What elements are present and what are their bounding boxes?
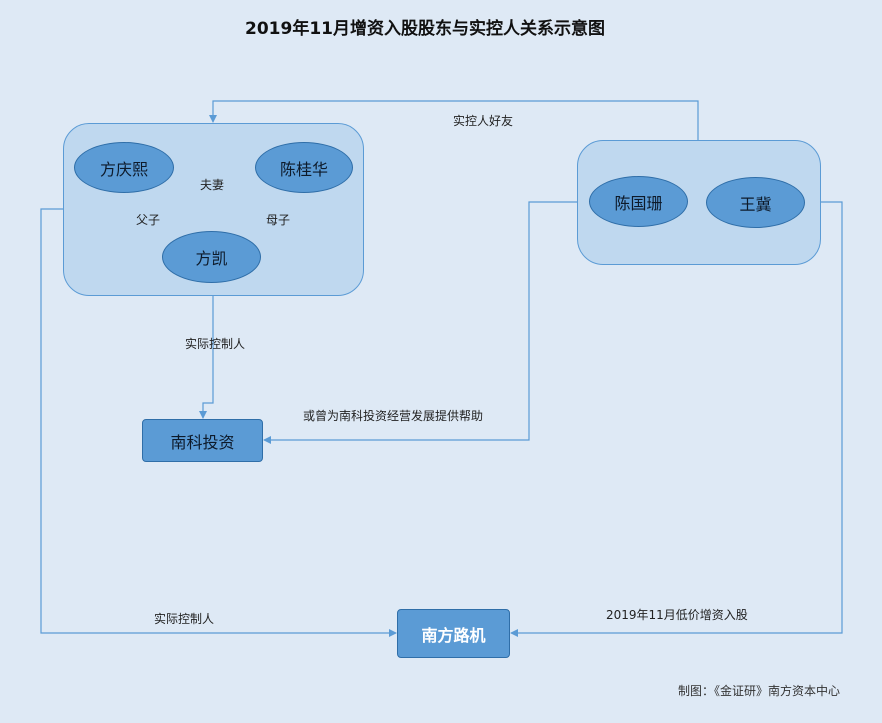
footer-credit: 制图：《金证研》南方资本中心: [677, 684, 840, 698]
label-mother-son: 母子: [266, 213, 291, 227]
label-low-price: 2019年11月低价增资入股: [606, 608, 748, 622]
node-chen-guoshan: 陈国珊: [589, 176, 688, 227]
label-controller-nanke: 实际控制人: [185, 337, 246, 351]
node-wang-ji: 王冀: [706, 177, 805, 228]
node-nanke: 南科投资: [142, 419, 263, 462]
node-fang-kai: 方凯: [162, 231, 261, 283]
help-connector: [263, 201, 577, 444]
controller-nanke-connector: [199, 296, 214, 419]
node-nanfang: 南方路机: [397, 609, 510, 658]
node-chen-guihua: 陈桂华: [255, 142, 353, 193]
node-fang-qingxi: 方庆熙: [74, 142, 174, 193]
controller-nanfang-connector: [40, 208, 397, 637]
label-controller-nanfang: 实际控制人: [154, 612, 215, 626]
low-price-connector: [510, 201, 843, 637]
diagram-title: 2019年11月增资入股股东与实控人关系示意图: [245, 19, 605, 39]
label-help: 或曾为南科投资经营发展提供帮助: [303, 409, 484, 423]
label-friend: 实控人好友: [453, 114, 514, 128]
label-father-son: 父子: [136, 213, 161, 227]
label-spouse: 夫妻: [200, 178, 225, 192]
friend-connector: [209, 100, 699, 140]
